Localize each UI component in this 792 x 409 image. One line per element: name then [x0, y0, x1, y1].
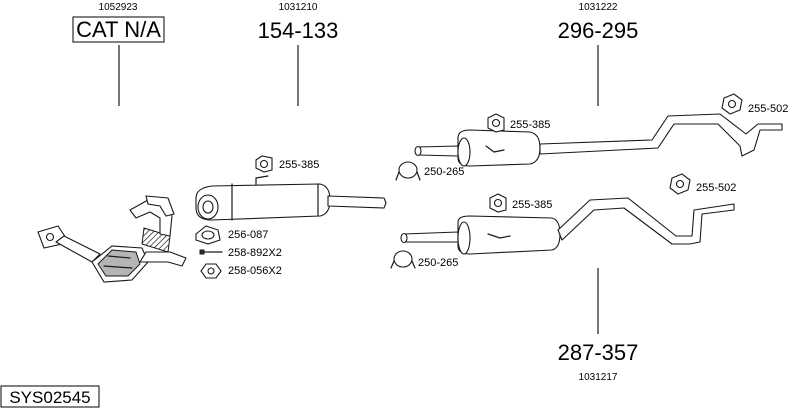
hanger-top-rear-label: 255-502	[748, 103, 788, 115]
hanger-front[interactable]: 255-385	[255, 155, 319, 173]
bolt[interactable]: 258-892X2	[199, 247, 282, 259]
front-silencer-ref: 1031210	[279, 2, 318, 13]
hanger-bottom-rear[interactable]: 255-502	[669, 173, 736, 195]
rear-silencer-bottom-assembly[interactable]: 287-357 1031217	[400, 197, 735, 383]
hanger-top-label: 255-385	[510, 119, 550, 131]
front-silencer-hanger-bracket	[255, 175, 269, 185]
gasket-label: 256-087	[228, 229, 268, 241]
hanger-top[interactable]: 255-385	[487, 113, 550, 133]
rear-top-inlet-end	[414, 145, 422, 157]
hanger-bottom[interactable]: 255-385	[489, 193, 552, 213]
rear-top-inlet-pipe	[417, 145, 459, 157]
rear-silencer-top-ref: 1031222	[579, 2, 618, 13]
diagram-code-label: SYS02545	[9, 388, 90, 407]
clamp-bottom-label: 250-265	[418, 257, 458, 269]
rear-silencer-top-label: 296-295	[558, 18, 639, 43]
catalyst-assembly[interactable]: 1052923 CAT N/A	[37, 2, 187, 283]
catalyst-label-box	[72, 16, 165, 43]
rear-silencer-top-assembly[interactable]: 1031222 296-295	[414, 2, 783, 167]
clamp-bottom[interactable]: 250-265	[390, 250, 458, 269]
gasket[interactable]: 256-087	[195, 225, 268, 245]
diagram-code-box	[0, 385, 100, 408]
rear-silencer-bottom-label: 287-357	[558, 340, 639, 365]
catalyst-inlet-pipe	[55, 235, 101, 263]
catalyst-label: CAT N/A	[76, 17, 161, 42]
nut-label: 258-056X2	[228, 265, 282, 277]
hanger-top-rear[interactable]: 255-502	[721, 93, 788, 115]
rear-silencer-bottom-ref: 1031217	[579, 372, 618, 383]
front-silencer-tailpipe	[327, 195, 387, 209]
bolt-label: 258-892X2	[228, 247, 282, 259]
clamp-top-label: 250-265	[424, 166, 464, 178]
catalyst-outlet-pipe	[139, 251, 187, 267]
hanger-bottom-label: 255-385	[512, 199, 552, 211]
catalyst-ref: 1052923	[99, 2, 138, 13]
hanger-front-label: 255-385	[279, 159, 319, 171]
rear-bottom-silencer-body	[457, 215, 561, 255]
downpipe-flange	[145, 195, 175, 217]
rear-bottom-inlet-end	[400, 232, 408, 244]
rear-bottom-tailpipe	[557, 197, 735, 245]
front-silencer-label: 154-133	[258, 18, 339, 43]
rear-top-silencer-body	[457, 129, 541, 167]
catalytic-converter-body	[91, 245, 149, 283]
rear-top-tailpipe	[539, 113, 783, 157]
front-silencer-body	[195, 183, 331, 221]
clamp-top[interactable]: 250-265	[395, 161, 464, 181]
diagram-code: SYS02545	[0, 385, 100, 408]
hanger-bottom-rear-label: 255-502	[696, 182, 736, 194]
front-silencer-assembly[interactable]: 1031210 154-133	[195, 2, 387, 221]
rear-bottom-inlet-pipe	[403, 231, 459, 243]
nut[interactable]: 258-056X2	[200, 263, 282, 279]
